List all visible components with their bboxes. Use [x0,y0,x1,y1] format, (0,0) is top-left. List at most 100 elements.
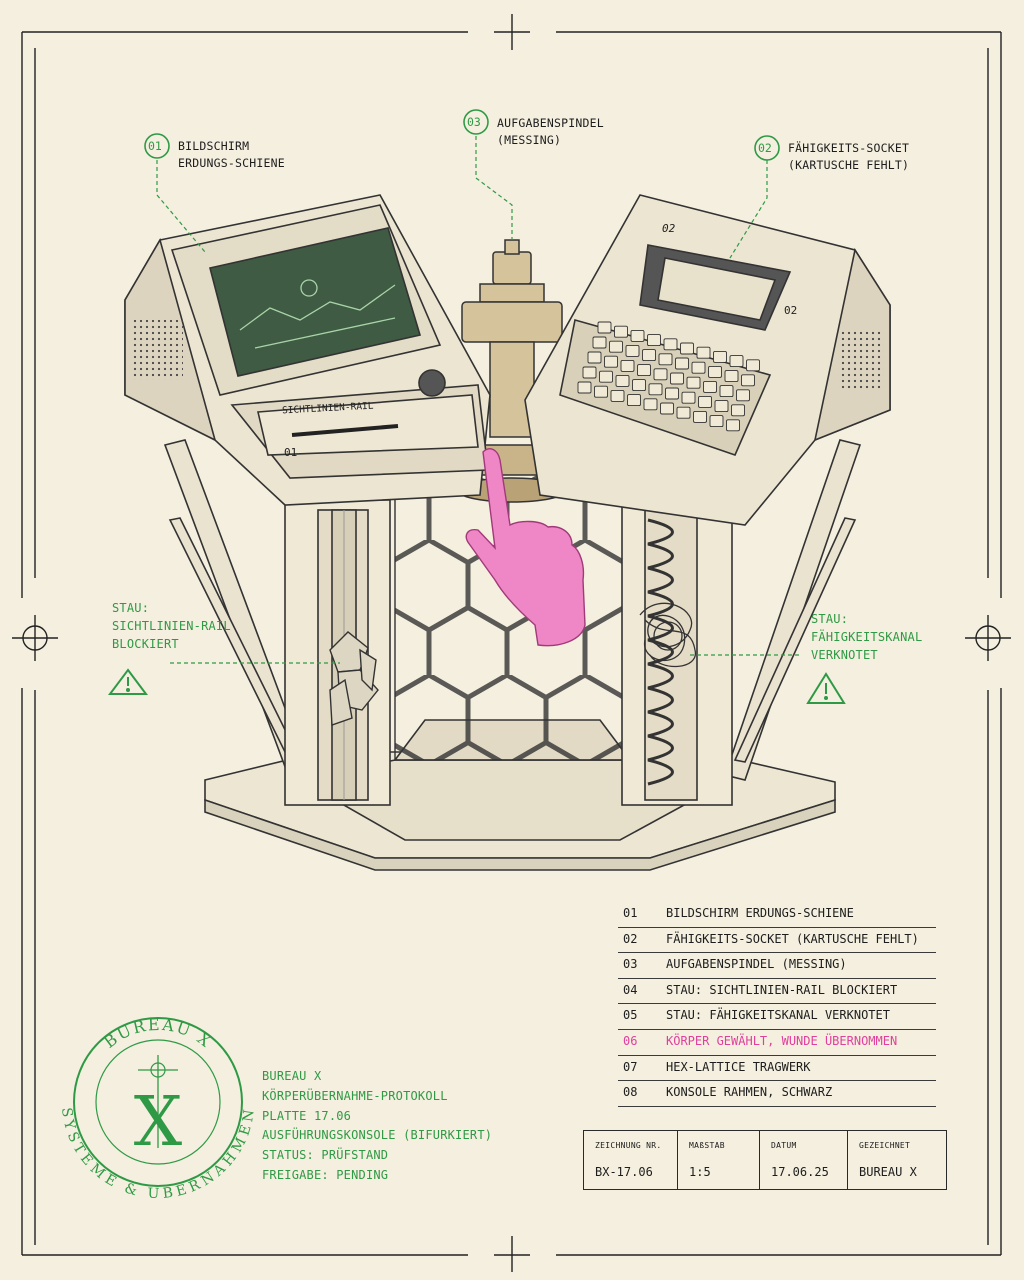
keyboard-key [680,342,694,355]
alert-line: VERKNOTET [811,648,878,662]
keyboard-key [658,353,673,366]
keyboard-key [630,329,645,342]
alert-ability-channel-jam: STAU: FÄHIGKEITSKANAL VERKNOTET [811,610,922,664]
legend-label: BILDSCHIRM ERDUNGS-SCHIENE [666,906,854,920]
legend-label: AUFGABENSPINDEL (MESSING) [666,957,847,972]
legend-label: HEX-LATTICE TRAGWERK [666,1059,811,1074]
keyboard-key [637,364,651,377]
legend-number: 03 [623,957,638,972]
title-cell-value: BUREAU X [859,1165,917,1179]
right-pillar [621,499,733,806]
callout-line: (KARTUSCHE FEHLT) [788,158,910,172]
callout-ability-socket: FÄHIGKEITS-SOCKET (KARTUSCHE FEHLT) [788,140,909,174]
keyboard-key [632,379,646,392]
legend-row: 03 AUFGABENSPINDEL (MESSING) [618,953,936,979]
socket-number-02: 02 [662,222,676,235]
title-cell-value: 17.06.25 [771,1165,829,1179]
bureau-seal: BUREAU X SYSTEME & ÜBERNAHMEN X [58,1015,256,1202]
protocol-line: BUREAU X [262,1069,322,1083]
callout-03-number: 03 [467,115,481,129]
keyboard-key [670,372,684,385]
warning-icon [108,668,846,704]
keyboard-key [724,370,739,383]
title-cell-head: DATUM [771,1141,797,1150]
pink-hand [465,448,586,647]
callout-screen-grounding: BILDSCHIRM ERDUNGS-SCHIENE [178,138,285,172]
title-block: ZEICHNUNG NR. BX-17.06 MAßSTAB 1:5 DATUM… [583,1130,947,1190]
keyboard-key [686,376,701,389]
legend-label: KONSOLE RAHMEN, SCHWARZ [666,1085,833,1100]
hex-lattice [394,469,641,761]
legend-number: 07 [623,1059,638,1074]
keyboard-key [625,344,640,357]
callout-02-number: 02 [758,141,772,155]
keyboard-key [691,361,706,374]
keyboard-key [709,415,724,428]
keyboard-key [587,351,602,364]
leader-lines [156,136,800,664]
keyboard-key [713,350,727,363]
protocol-line: AUSFÜHRUNGSKONSOLE (BIFURKIERT) [262,1128,493,1143]
legend-number: 05 [623,1008,638,1023]
callout-01-number: 01 [148,139,162,153]
title-cell-value: 1:5 [689,1165,711,1179]
keyboard-key [615,374,630,387]
panel-number-01: 01 [284,446,298,459]
keyboard-key [665,387,679,400]
protocol-line: PLATTE 17.06 [262,1108,352,1123]
keyboard-key [675,357,689,370]
title-cell-drawn-by: GEZEICHNET BUREAU X [848,1131,946,1189]
keyboard-key [731,404,745,417]
protocol-line: KÖRPERÜBERNAHME-PROTOKOLL [262,1088,448,1103]
keyboard-key [577,381,592,394]
title-cell-date: DATUM 17.06.25 [760,1131,848,1189]
keyboard-key [627,394,641,407]
callout-line: (MESSING) [497,133,562,147]
keyboard-key [696,346,711,359]
legend-row: 05 STAU: FÄHIGKEITSKANAL VERKNOTET [618,1004,936,1030]
keyboard-key [614,325,628,338]
legend-label: STAU: SICHTLINIEN-RAIL BLOCKIERT [666,982,898,997]
keyboard-key [599,370,613,383]
keyboard-key [653,368,668,381]
alert-sightline-jam: STAU: SICHTLINIEN-RAIL BLOCKIERT [112,599,231,653]
legend-label: FÄHIGKEITS-SOCKET (KARTUSCHE FEHLT) [666,931,919,946]
keyboard-key [660,402,674,415]
keyboard-keys [577,321,760,432]
legend-row: 01 BILDSCHIRM ERDUNGS-SCHIENE [618,902,936,928]
keyboard-key [714,400,729,413]
keyboard-key [582,366,597,379]
keyboard-key [610,389,625,402]
keyboard-key [676,406,691,419]
legend-number: 01 [623,906,638,920]
keyboard-key [648,383,663,396]
keyboard-key [746,359,760,372]
legend-row: 07 HEX-LATTICE TRAGWERK [618,1056,936,1082]
keyboard-key [719,385,734,398]
callout-line: BILDSCHIRM [178,139,250,153]
callout-badges [144,109,780,161]
alert-line: SICHTLINIEN-RAIL [112,619,231,633]
keyboard-key [594,385,608,398]
keyboard-key [597,321,612,334]
keyboard-key [736,389,750,402]
keyboard-key [643,398,658,411]
title-cell-head: ZEICHNUNG NR. [595,1141,662,1150]
keyboard-key [741,374,755,387]
protocol-line: FREIGABE: PENDING [262,1167,389,1182]
title-cell-value: BX-17.06 [595,1165,653,1179]
knotted-wire [639,602,696,668]
protocol-line: STATUS: PRÜFSTAND [262,1148,389,1163]
legend-label: STAU: FÄHIGKEITSKANAL VERKNOTET [666,1008,890,1023]
svg-text:BUREAU X: BUREAU X [100,1015,216,1052]
legend-label: KÖRPER GEWÄHLT, WUNDE ÜBERNOMMEN [666,1033,898,1048]
keyboard-key [729,355,744,368]
keyboard-key [642,349,656,362]
callout-line: FÄHIGKEITS-SOCKET [788,141,910,155]
